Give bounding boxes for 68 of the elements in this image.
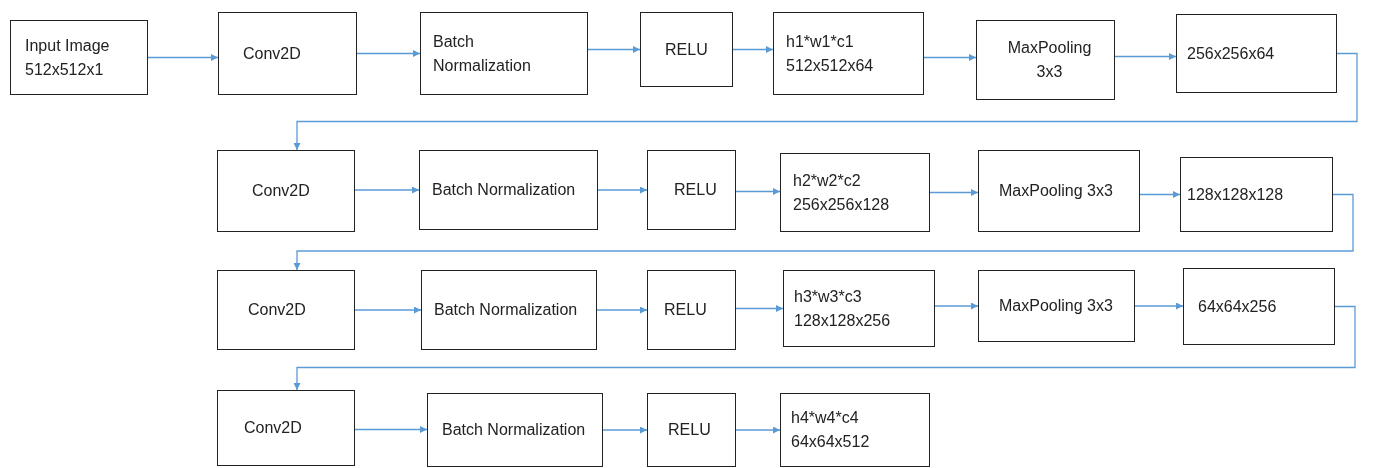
box-label: RELU — [665, 39, 708, 60]
box-label: Conv2D — [248, 300, 306, 320]
process-box — [427, 393, 603, 467]
process-box — [1176, 14, 1337, 93]
arrow — [934, 302, 979, 310]
process-box — [1183, 268, 1335, 345]
box-label: Conv2D — [243, 43, 301, 64]
box-label: Batch Normalization — [434, 300, 578, 320]
arrow — [929, 189, 979, 196]
arrow — [356, 50, 421, 57]
process-box — [217, 270, 355, 350]
box-label: 64x64x256 — [1198, 296, 1277, 317]
process-box — [978, 270, 1135, 342]
process-box — [640, 12, 733, 87]
arrow — [1134, 302, 1184, 310]
arrow — [293, 193, 1354, 271]
box-label: 128x128x128 — [1187, 184, 1284, 205]
box-label: MaxPooling 3x3 — [999, 296, 1113, 316]
arrow — [147, 54, 219, 61]
process-box — [978, 150, 1140, 232]
box-label: Conv2D — [252, 181, 310, 201]
box-label: h2*w2*c2 256x256x128 — [793, 170, 891, 215]
arrow — [597, 186, 648, 194]
box-label: Batch Normalization — [432, 180, 576, 200]
process-box — [976, 20, 1115, 100]
box-label: Batch Normalization — [433, 31, 532, 76]
process-box — [217, 390, 355, 466]
box-label: 256x256x64 — [1187, 43, 1275, 64]
arrow — [587, 46, 641, 53]
box-label: h4*w4*c4 64x64x512 — [791, 408, 871, 452]
process-box — [420, 12, 588, 95]
arrow — [735, 188, 781, 195]
process-box — [647, 270, 736, 350]
arrow — [354, 426, 428, 433]
box-label: RELU — [674, 180, 717, 200]
box-label: h1*w1*c1 512x512x64 — [786, 31, 875, 76]
process-box — [647, 393, 736, 467]
arrow — [732, 46, 774, 53]
box-label: Batch Normalization — [442, 420, 586, 440]
box-label: RELU — [668, 420, 711, 440]
process-box — [421, 270, 597, 350]
box-label: MaxPooling 3x3 — [1006, 38, 1093, 82]
arrow — [602, 426, 648, 434]
arrow — [354, 186, 420, 194]
box-label: MaxPooling 3x3 — [999, 181, 1113, 201]
process-box — [780, 393, 930, 467]
process-box — [780, 153, 930, 232]
process-box — [647, 150, 736, 230]
arrow — [354, 306, 422, 314]
process-box — [218, 12, 357, 95]
process-box — [10, 20, 148, 95]
arrow — [596, 306, 648, 314]
process-box — [783, 270, 935, 347]
process-box — [419, 150, 598, 230]
process-box — [1180, 157, 1333, 232]
arrow — [735, 426, 781, 434]
arrow — [1114, 53, 1177, 60]
box-label: Conv2D — [244, 418, 302, 438]
box-label: Input Image 512x512x1 — [25, 35, 111, 80]
process-box — [773, 12, 924, 95]
box-label: h3*w3*c3 128x128x256 — [794, 286, 892, 331]
arrow — [735, 305, 784, 312]
arrow — [1139, 191, 1181, 198]
process-box — [217, 150, 355, 232]
arrow — [293, 305, 1356, 391]
arrow — [293, 52, 1358, 151]
box-label: RELU — [664, 300, 707, 320]
arrow — [923, 54, 977, 61]
